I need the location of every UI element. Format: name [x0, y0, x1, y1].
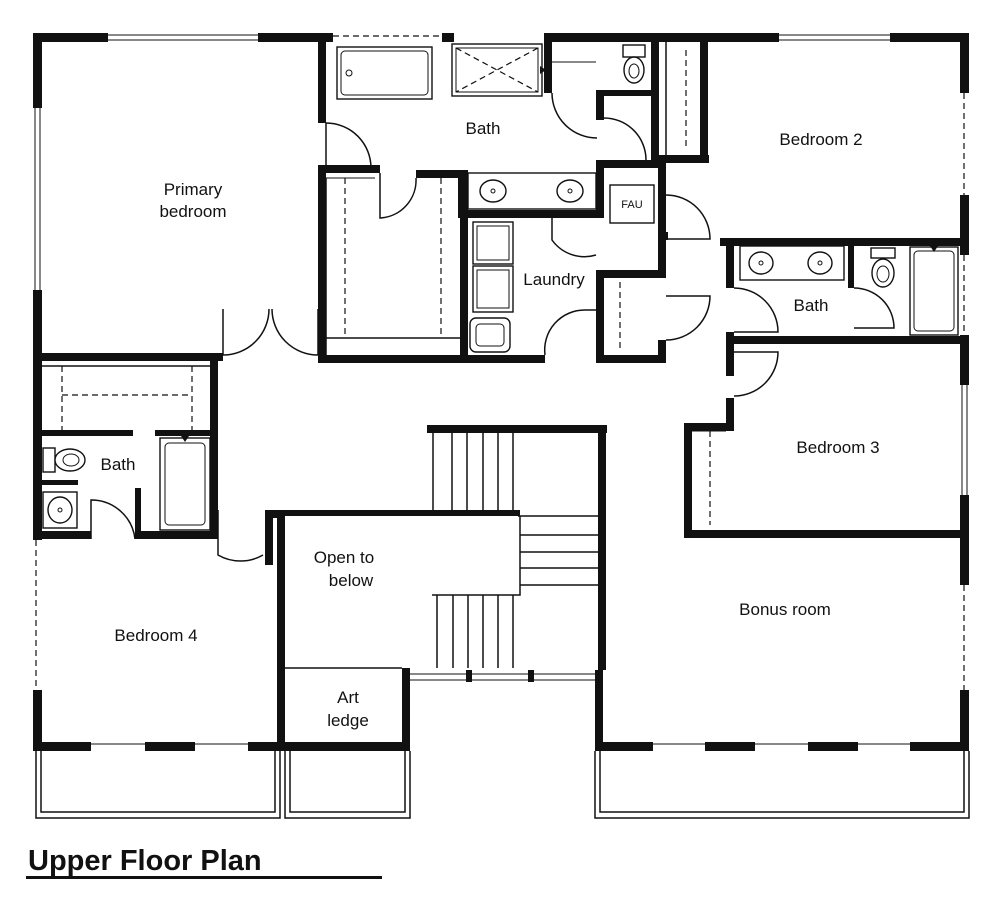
- exterior-walls: [33, 33, 969, 751]
- stairs: [285, 433, 598, 682]
- doors: [90, 92, 895, 562]
- closets: [42, 42, 726, 525]
- windows: [34, 34, 968, 745]
- primary-bedroom-label-line1: Primary: [164, 180, 223, 199]
- bath-2-label: Bath: [794, 296, 829, 315]
- balconies: [35, 751, 970, 819]
- art-ledge-label-line2: ledge: [327, 711, 369, 730]
- bonus-room-label: Bonus room: [739, 600, 831, 619]
- title-underline: [26, 876, 382, 879]
- bedroom-4-label: Bedroom 4: [114, 626, 197, 645]
- open-to-below-label-line1: Open to: [314, 548, 375, 567]
- primary-bedroom-label-line2: bedroom: [159, 202, 226, 221]
- bedroom-3-label: Bedroom 3: [796, 438, 879, 457]
- fixtures: FAU: [42, 43, 959, 531]
- fau-label: FAU: [621, 199, 642, 211]
- plan-title: Upper Floor Plan: [28, 845, 262, 877]
- bath-primary-label: Bath: [466, 119, 501, 138]
- art-ledge-label-line1: Art: [337, 688, 359, 707]
- open-to-below-label-line2: below: [329, 571, 374, 590]
- laundry-label: Laundry: [523, 270, 585, 289]
- bath-3-label: Bath: [101, 455, 136, 474]
- interior-walls: [33, 33, 969, 751]
- bedroom-2-label: Bedroom 2: [779, 130, 862, 149]
- room-labels: Primary bedroom Bath Bedroom 2 Laundry B…: [101, 119, 880, 730]
